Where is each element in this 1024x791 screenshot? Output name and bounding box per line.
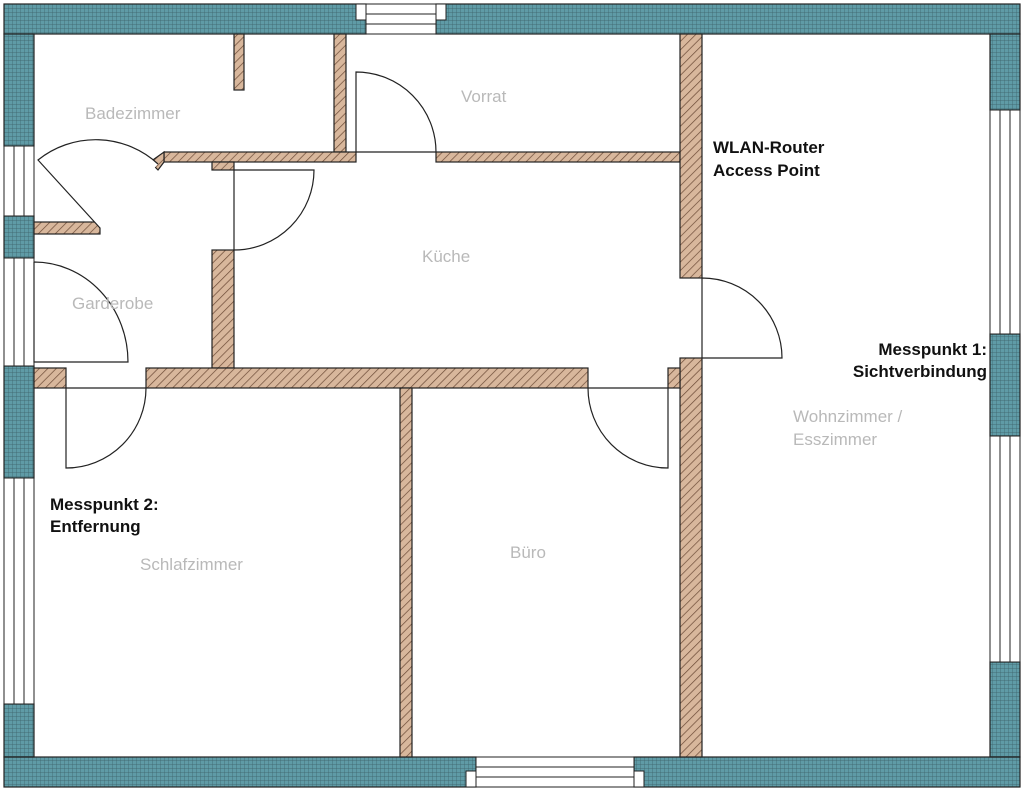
room-label-badezimmer: Badezimmer [85, 104, 181, 123]
wall-bedroom-office [399, 387, 413, 758]
door-office [587, 387, 669, 469]
room-labels: Badezimmer Vorrat Küche Garderobe Wohnzi… [72, 87, 903, 574]
door-kitchen-bath [233, 169, 315, 251]
window-left-3 [3, 477, 35, 705]
room-label-vorrat: Vorrat [461, 87, 507, 106]
wall-corridor-main [145, 367, 589, 389]
outer-wall-top-right [435, 3, 1021, 35]
room-label-wohnzimmer-2: Esszimmer [793, 430, 877, 449]
outer-wall-top-left [3, 3, 367, 35]
room-label-kueche: Küche [422, 247, 470, 266]
door-bathroom [37, 139, 159, 229]
wall-living-lower [679, 357, 703, 758]
window-left-2 [3, 257, 35, 367]
wall-garderobe-stub [33, 221, 101, 235]
wall-living-jamb [667, 367, 681, 389]
wall-bath-kitchen [163, 151, 357, 163]
router-label-1: WLAN-Router [713, 138, 825, 157]
door-bedroom [65, 387, 147, 469]
wall-bath-jamb [211, 161, 235, 171]
outer-walls [3, 3, 1021, 788]
wall-living-upper [679, 33, 703, 279]
inner-walls [33, 33, 703, 758]
window-bottom [465, 756, 645, 788]
wall-corridor-left [33, 367, 67, 389]
wall-bath-stub [233, 33, 245, 91]
room-label-garderobe: Garderobe [72, 294, 153, 313]
window-left-1 [3, 145, 35, 217]
messpunkt-2-label-2: Entfernung [50, 517, 141, 536]
outer-wall-left-4 [3, 703, 35, 758]
room-label-wohnzimmer-1: Wohnzimmer / [793, 407, 903, 426]
wall-vorrat-bottom [435, 151, 681, 163]
windows [3, 3, 1021, 788]
wall-vorrat-left [333, 33, 347, 153]
outer-wall-left-1 [3, 33, 35, 147]
outer-wall-bottom-right [633, 756, 1021, 788]
door-garderobe [33, 261, 129, 363]
room-label-buero: Büro [510, 543, 546, 562]
annotations: WLAN-Router Access Point Messpunkt 1: Si… [50, 138, 987, 536]
outer-wall-left-2 [3, 215, 35, 259]
window-right-1 [989, 109, 1021, 335]
outer-wall-bottom-left [3, 756, 477, 788]
outer-wall-right-2 [989, 333, 1021, 437]
messpunkt-1-label-2: Sichtverbindung [853, 362, 987, 381]
outer-wall-right-1 [989, 33, 1021, 111]
door-living [701, 277, 783, 359]
window-top [355, 3, 447, 35]
outer-wall-left-3 [3, 365, 35, 479]
wall-garderobe-vertical [211, 249, 235, 369]
outer-wall-right-3 [989, 661, 1021, 758]
router-label-2: Access Point [713, 161, 820, 180]
messpunkt-2-label-1: Messpunkt 2: [50, 495, 159, 514]
room-label-schlafzimmer: Schlafzimmer [140, 555, 243, 574]
doors [33, 71, 783, 469]
messpunkt-1-label-1: Messpunkt 1: [878, 340, 987, 359]
window-right-2 [989, 435, 1021, 663]
door-vorrat [355, 71, 437, 153]
